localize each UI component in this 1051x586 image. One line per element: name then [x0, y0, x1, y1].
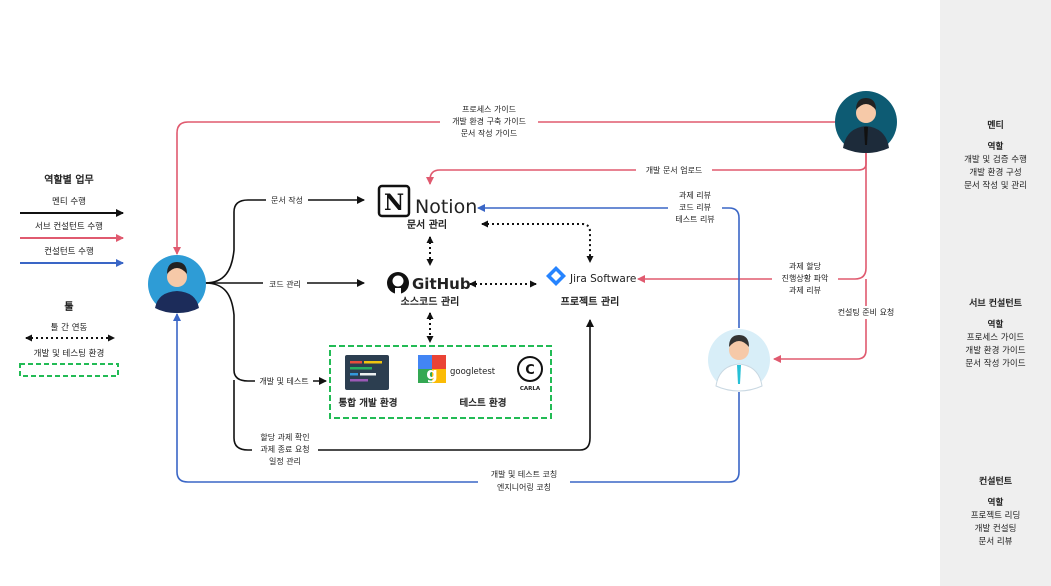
role-consultant-item: 개발 컨설팅	[974, 524, 1017, 534]
role-sub-item: 개발 환경 가이드	[965, 346, 1026, 356]
role-consultant-label: 역할	[987, 498, 1004, 508]
role-sub-label: 역할	[987, 320, 1004, 330]
notion-logo-icon: N	[377, 184, 411, 218]
tool-links	[426, 220, 594, 343]
role-mentee-item: 문서 작성 및 관리	[964, 181, 1027, 191]
role-mentee-item: 개발 환경 구성	[969, 168, 1022, 178]
role-mentee-label: 역할	[987, 142, 1004, 152]
role-consultant-title: 컨설턴트	[978, 477, 1013, 487]
consultant-flows: 과제 리뷰 코드 리뷰 테스트 리뷰 개발 및 테스트 코칭 엔지니어링 코칭	[173, 189, 740, 494]
flow-dev-test-label: 개발 및 테스트	[259, 376, 308, 386]
jira-logo-icon	[546, 266, 566, 286]
notion-sub: 문서 관리	[407, 218, 447, 231]
mentee-task-2: 과제 종료 요청	[260, 445, 309, 454]
flow-reviews	[477, 204, 740, 328]
ide-label: 통합 개발 환경	[338, 397, 397, 409]
assign-1: 과제 할당	[789, 261, 822, 271]
legend-env-label: 개발 및 테스팅 환경	[34, 348, 105, 359]
github-tool: GitHub 소스코드 관리	[387, 272, 471, 308]
ide-icon	[345, 355, 389, 390]
googletest-logo-icon: g	[418, 355, 446, 383]
mentee-task-1: 할당 과제 확인	[260, 432, 309, 442]
jira-sub: 프로젝트 관리	[561, 295, 620, 308]
legend: 역할별 업무 멘티 수행 서브 컨설턴트 수행 컨설턴트 수행 툴 툴 간 연동…	[19, 173, 124, 377]
flow-assign	[637, 150, 867, 283]
role-mentee: 멘티 역할 개발 및 검증 수행 개발 환경 구성 문서 작성 및 관리	[940, 120, 1051, 193]
legend-sub-label: 서브 컨설턴트 수행	[35, 221, 103, 232]
flow-doc-write	[204, 196, 365, 284]
role-consultant: 컨설턴트 역할 프로젝트 리딩 개발 컨설팅 문서 리뷰	[940, 476, 1051, 549]
assign-2: 진행상황 파악	[782, 273, 829, 283]
sub-guide-2: 개발 환경 구축 가이드	[452, 116, 526, 126]
legend-mentee-label: 멘티 수행	[52, 196, 86, 207]
svg-text:C: C	[525, 363, 535, 378]
mentee-avatar	[148, 255, 206, 313]
role-mentee-title: 멘티	[987, 121, 1004, 131]
assign-3: 과제 리뷰	[789, 286, 821, 295]
role-sub-item: 프로세스 가이드	[966, 333, 1025, 343]
notion-tool: N Notion 문서 관리	[377, 184, 477, 231]
github-name: GitHub	[412, 275, 471, 293]
flow-consult-request	[773, 279, 867, 363]
review-1: 과제 리뷰	[679, 191, 711, 200]
roles-sidebar: 멘티 역할 개발 및 검증 수행 개발 환경 구성 문서 작성 및 관리 서브 …	[940, 0, 1051, 586]
sub-guide-1: 프로세스 가이드	[462, 104, 516, 114]
github-logo-icon	[387, 272, 409, 294]
legend-env-box	[19, 363, 119, 377]
carla-logo-icon: C	[517, 356, 543, 382]
consult-request-label: 컨설팅 준비 요청	[838, 307, 895, 317]
notion-name: Notion	[415, 196, 477, 218]
dev-test-environment: 통합 개발 환경 g googletest C CARLA 테스트 환경	[329, 345, 552, 419]
review-3: 테스트 리뷰	[675, 215, 714, 224]
role-mentee-item: 개발 및 검증 수행	[964, 155, 1027, 165]
role-sub: 서브 컨설턴트 역할 프로세스 가이드 개발 환경 가이드 문서 작성 가이드	[940, 298, 1051, 371]
flow-code-manage-label: 코드 관리	[269, 279, 301, 289]
role-consultant-item: 프로젝트 리딩	[970, 511, 1021, 521]
flow-doc-write-label: 문서 작성	[271, 195, 303, 205]
sub-consultant-flows: 프로세스 가이드 개발 환경 구축 가이드 문서 작성 가이드 개발 문서 업로…	[173, 101, 900, 363]
sub-guide-3: 문서 작성 가이드	[461, 128, 518, 138]
sub-consultant-avatar	[835, 91, 897, 153]
review-2: 코드 리뷰	[679, 203, 711, 212]
mentee-flows: 문서 작성 코드 관리 개발 및 테스트 할당 과제 확인 과제 종료 요청 일…	[204, 193, 594, 468]
test-env-label: 테스트 환경	[459, 397, 506, 409]
legend-tools-title: 툴	[64, 300, 73, 313]
flow-mentee-tasks	[233, 319, 594, 451]
dev-doc-upload-label: 개발 문서 업로드	[646, 165, 703, 175]
mentee-task-3: 일정 관리	[269, 456, 301, 466]
legend-consultant-label: 컨설턴트 수행	[44, 246, 94, 257]
flow-sub-guides	[173, 121, 835, 255]
env-box	[329, 345, 552, 419]
googletest-name: googletest	[450, 367, 496, 377]
jira-name: Jira Software	[569, 273, 636, 285]
legend-role-title: 역할별 업무	[44, 173, 93, 186]
jira-tool: Jira Software 프로젝트 관리	[546, 266, 636, 308]
flow-coaching	[173, 313, 740, 483]
role-sub-title: 서브 컨설턴트	[969, 299, 1022, 309]
legend-tool-link-label: 툴 간 연동	[51, 322, 88, 333]
role-consultant-item: 문서 리뷰	[978, 537, 1013, 547]
github-sub: 소스코드 관리	[401, 295, 460, 308]
link-notion-jira	[481, 220, 594, 263]
svg-text:N: N	[384, 190, 404, 216]
role-sub-item: 문서 작성 가이드	[965, 359, 1026, 369]
svg-text:g: g	[426, 364, 437, 383]
flow-dev-test	[204, 282, 327, 385]
consultant-avatar	[708, 329, 770, 392]
coaching-2: 엔지니어링 코칭	[497, 482, 551, 492]
coaching-1: 개발 및 테스트 코칭	[491, 469, 558, 479]
carla-name: CARLA	[520, 386, 541, 392]
